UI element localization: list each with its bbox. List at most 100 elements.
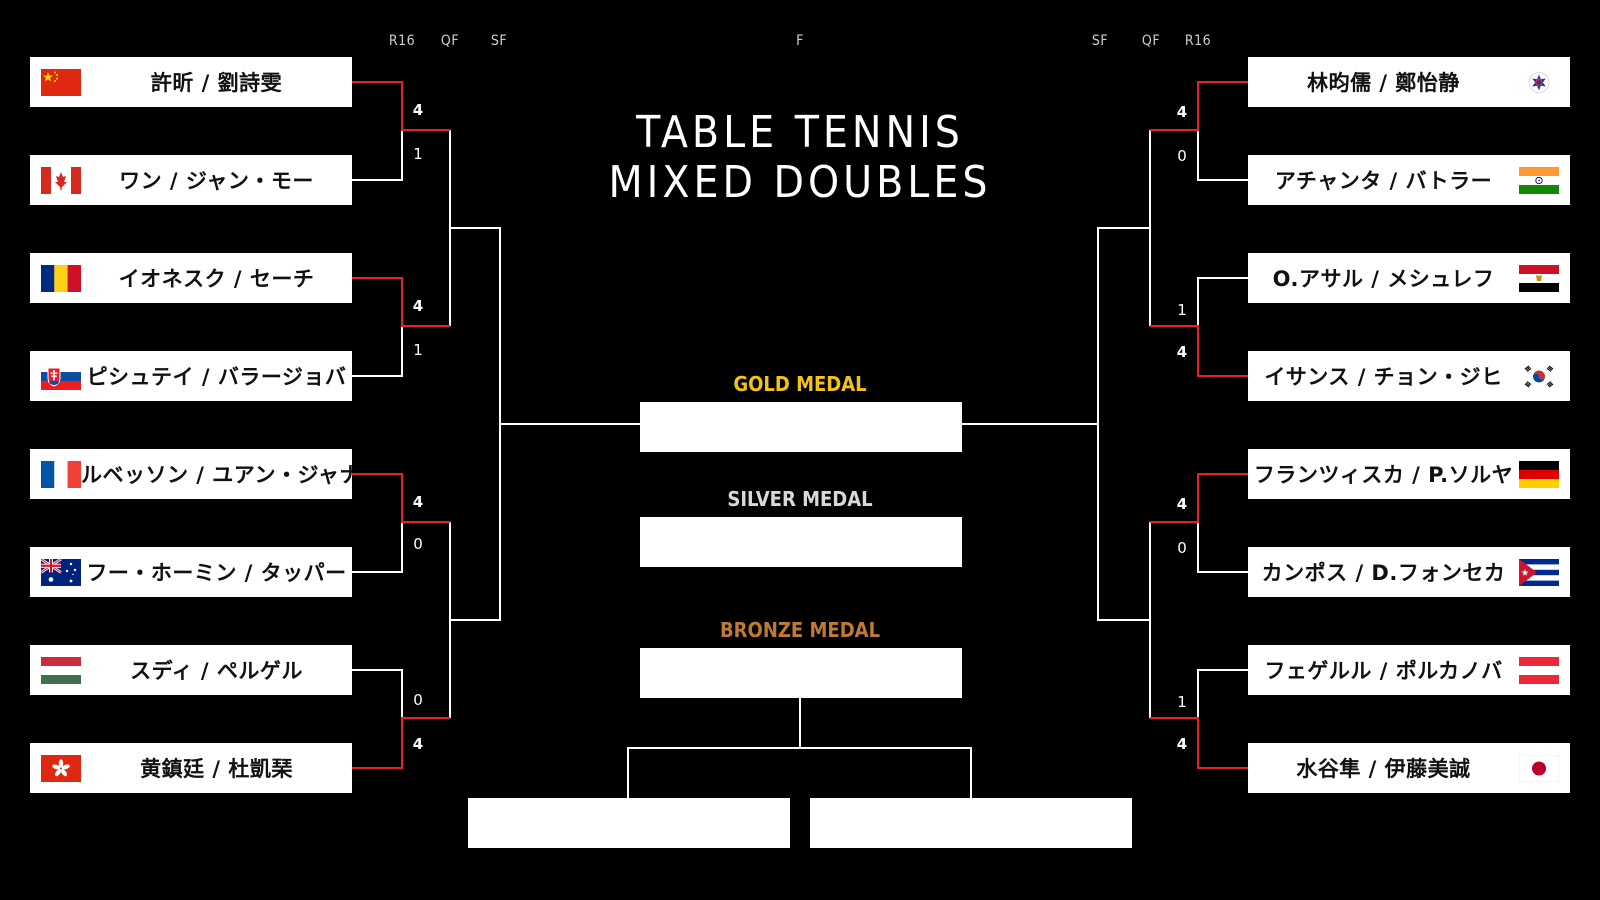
score: 4 — [1176, 103, 1188, 121]
team-name: ルベッソン / ユアン・ジャナン — [81, 463, 352, 487]
team-name: アチャンタ / バトラー — [1274, 169, 1493, 193]
cuba-flag-icon — [1519, 558, 1559, 586]
score: 0 — [413, 691, 423, 709]
romania-flag-icon — [41, 264, 81, 292]
score: 0 — [1177, 147, 1187, 165]
austria-flag-icon — [1519, 656, 1559, 684]
winner-line — [1150, 717, 1248, 769]
team-card: O.アサル / メシュレフ — [1248, 253, 1570, 303]
connector-line — [1197, 669, 1248, 718]
score: 4 — [412, 493, 424, 511]
connector-line — [352, 522, 403, 573]
score: 4 — [412, 297, 424, 315]
korea-flag-icon — [1519, 362, 1559, 390]
team-name: フランツィスカ / P.ソルヤ — [1253, 463, 1514, 487]
team-name: イサンス / チョン・ジヒ — [1264, 365, 1503, 389]
score: 4 — [1176, 343, 1188, 361]
team-card: ワン / ジャン・モー — [30, 155, 352, 205]
team-card: ルベッソン / ユアン・ジャナン — [30, 449, 352, 499]
winner-line — [1150, 325, 1248, 377]
bronze-entrant-slot-right — [810, 798, 1132, 848]
team-card: ピシュテイ / バラージョバ — [30, 351, 352, 401]
team-name: ピシュテイ / バラージョバ — [86, 365, 347, 389]
australia-flag-icon — [41, 558, 81, 586]
round-label-final: F — [796, 33, 804, 49]
score: 1 — [1177, 693, 1187, 711]
connector-line — [352, 669, 403, 718]
team-name: 許昕 / 劉詩雯 — [150, 71, 283, 95]
page-title: TABLE TENNIS MIXED DOUBLES — [609, 108, 992, 208]
france-flag-icon — [41, 460, 81, 488]
bronze-medal-label: BRONZE MEDAL — [719, 618, 881, 642]
connector-line — [450, 227, 501, 621]
team-card: フランツィスカ / P.ソルヤ — [1248, 449, 1570, 499]
score: 0 — [1177, 539, 1187, 557]
score: 4 — [412, 101, 424, 119]
winner-line — [352, 473, 450, 523]
team-name: ワン / ジャン・モー — [119, 169, 314, 193]
china-flag-icon — [41, 68, 81, 96]
japan-flag-icon — [1519, 754, 1559, 782]
team-name: カンポス / D.フォンセカ — [1261, 561, 1506, 585]
team-card: イオネスク / セーチ — [30, 253, 352, 303]
score: 1 — [413, 341, 423, 359]
winner-line — [352, 81, 450, 131]
round-label-right-sf: SF — [1091, 33, 1109, 49]
team-name: スディ / ペルゲル — [130, 659, 303, 683]
title-line-1: TABLE TENNIS — [636, 107, 964, 158]
team-name: フー・ホーミン / タッパー — [86, 561, 347, 585]
team-name: 林昀儒 / 鄭怡静 — [1307, 71, 1460, 95]
team-card: 林昀儒 / 鄭怡静 — [1248, 57, 1570, 107]
team-card: フー・ホーミン / タッパー — [30, 547, 352, 597]
connector-line — [627, 747, 972, 798]
canada-flag-icon — [41, 166, 81, 194]
team-card: スディ / ペルゲル — [30, 645, 352, 695]
round-label-left-qf: QF — [440, 33, 460, 49]
team-card: 許昕 / 劉詩雯 — [30, 57, 352, 107]
round-label-right-r16: R16 — [1184, 33, 1212, 49]
winner-line — [352, 277, 450, 327]
gold-medal-slot — [640, 402, 962, 452]
silver-medal-label: SILVER MEDAL — [727, 487, 873, 511]
gold-medal-label: GOLD MEDAL — [733, 372, 867, 396]
title-line-2: MIXED DOUBLES — [608, 157, 992, 208]
winner-line — [352, 717, 450, 769]
india-flag-icon — [1519, 166, 1559, 194]
chinese-taipei-flag-icon — [1519, 68, 1559, 96]
connector-line — [1197, 522, 1248, 573]
winner-line — [1150, 473, 1248, 523]
hong-kong-flag-icon — [41, 754, 81, 782]
slovakia-flag-icon — [41, 362, 81, 390]
silver-medal-slot — [640, 517, 962, 567]
team-card: アチャンタ / バトラー — [1248, 155, 1570, 205]
round-label-right-qf: QF — [1141, 33, 1161, 49]
connector-line — [1197, 130, 1248, 181]
score: 4 — [1176, 735, 1188, 753]
score: 1 — [413, 145, 423, 163]
connector-line — [352, 130, 403, 181]
bronze-entrant-slot-left — [468, 798, 790, 848]
team-name: イオネスク / セーチ — [118, 267, 315, 291]
hungary-flag-icon — [41, 656, 81, 684]
score: 4 — [1176, 495, 1188, 513]
connector-line — [352, 326, 403, 377]
score: 1 — [1177, 301, 1187, 319]
team-name: フェゲルル / ポルカノバ — [1264, 659, 1503, 683]
winner-line — [1150, 81, 1248, 131]
germany-flag-icon — [1519, 460, 1559, 488]
team-card: 黄鎮廷 / 杜凱琹 — [30, 743, 352, 793]
score: 0 — [413, 535, 423, 553]
team-card: フェゲルル / ポルカノバ — [1248, 645, 1570, 695]
team-name: O.アサル / メシュレフ — [1272, 267, 1495, 291]
round-label-left-r16: R16 — [388, 33, 416, 49]
connector-line — [1197, 277, 1248, 326]
team-card: 水谷隼 / 伊藤美誠 — [1248, 743, 1570, 793]
connector-line — [1097, 227, 1150, 621]
team-card: カンポス / D.フォンセカ — [1248, 547, 1570, 597]
team-name: 黄鎮廷 / 杜凱琹 — [140, 757, 293, 781]
round-label-left-sf: SF — [490, 33, 508, 49]
egypt-flag-icon — [1519, 264, 1559, 292]
team-card: イサンス / チョン・ジヒ — [1248, 351, 1570, 401]
